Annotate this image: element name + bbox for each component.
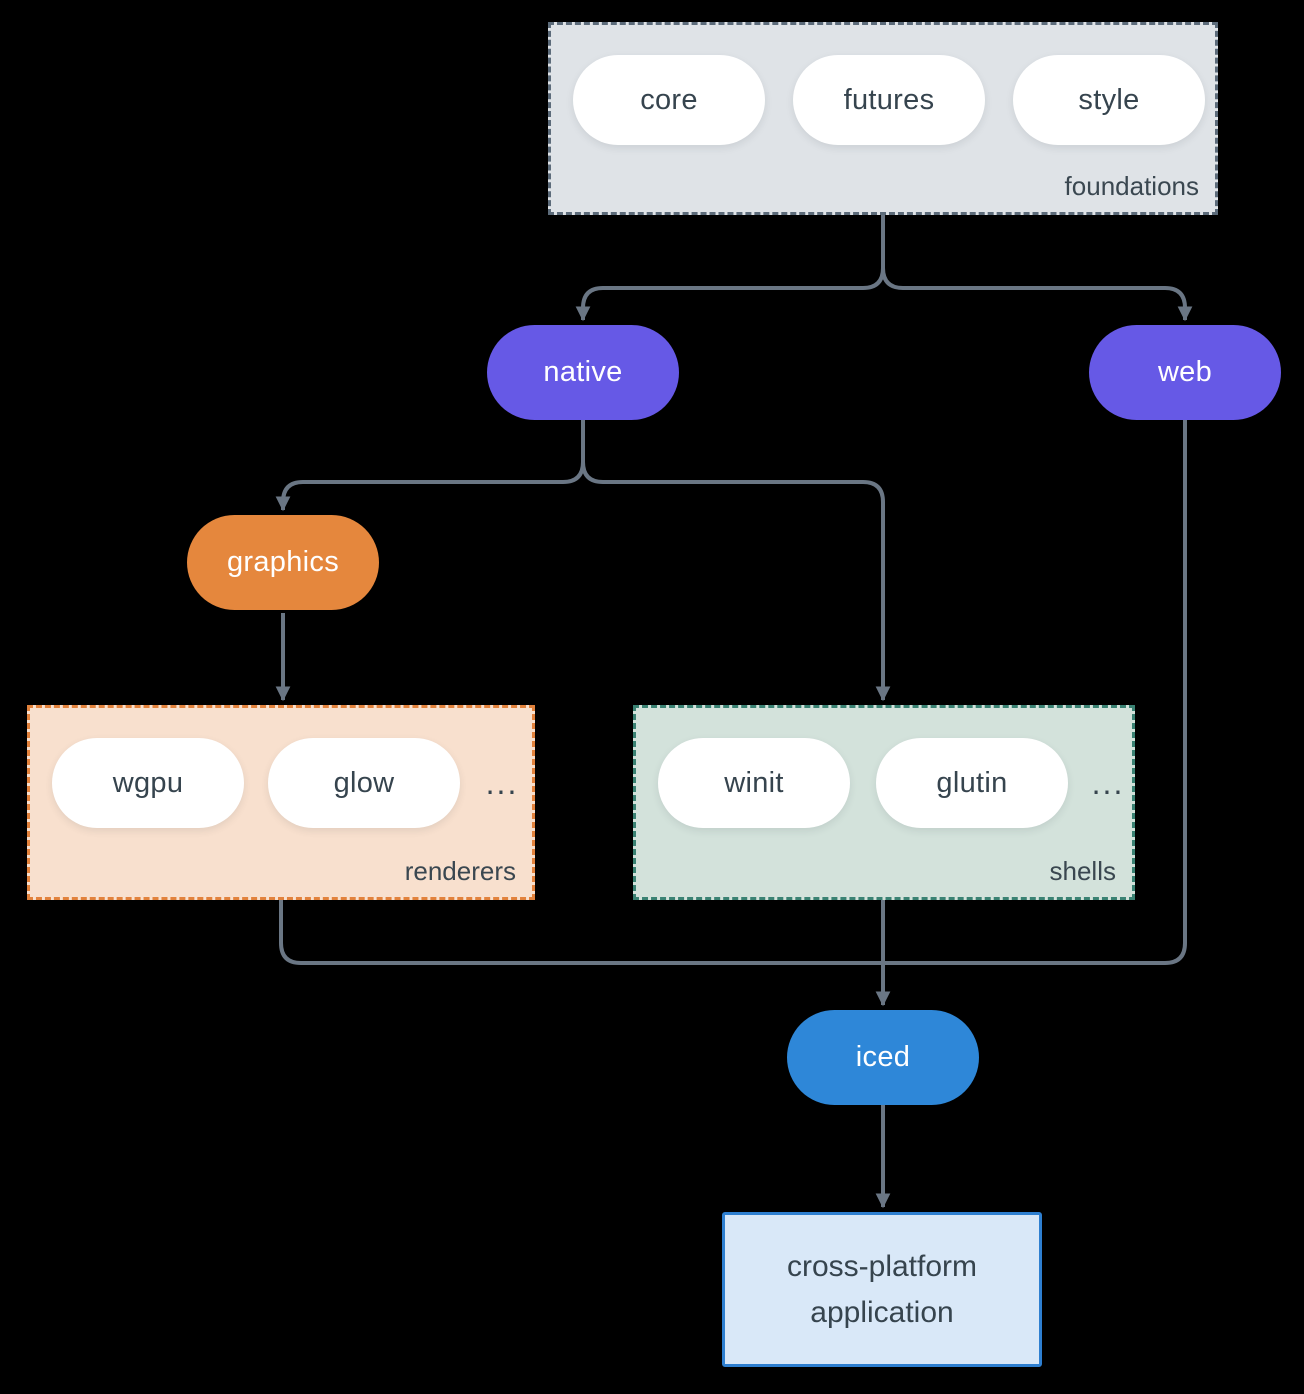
renderers-ellipsis: ... [485, 764, 519, 801]
node-futures: futures [793, 55, 985, 145]
application-label-line2: application [810, 1295, 954, 1329]
edge-web-to-merge [883, 420, 1187, 965]
node-web: web [1089, 325, 1281, 420]
node-graphics: graphics [187, 515, 379, 610]
node-iced: iced [787, 1010, 979, 1105]
node-glutin: glutin [876, 738, 1068, 828]
edge-native-to-graphics [275, 420, 585, 512]
node-core: core [573, 55, 765, 145]
node-glow: glow [268, 738, 460, 828]
application-label-line1: cross-platform [786, 1249, 978, 1283]
edge-renderers-to-merge [279, 900, 883, 965]
group-label-renderers: renderers [404, 856, 516, 886]
group-label-shells: shells [1049, 856, 1116, 886]
group-shells: winit glutin ... shells [633, 705, 1135, 900]
group-label-foundations: foundations [1064, 171, 1199, 201]
node-cross-platform-application: cross-platform application [722, 1212, 1042, 1367]
node-native: native [487, 325, 679, 420]
node-style: style [1013, 55, 1205, 145]
shells-ellipsis: ... [1091, 764, 1125, 801]
node-wgpu: wgpu [52, 738, 244, 828]
edge-foundations-to-web [881, 215, 1193, 322]
edge-native-to-shells [581, 420, 891, 702]
edge-foundations-to-native [575, 215, 885, 322]
group-renderers: wgpu glow ... renderers [27, 705, 535, 900]
group-foundations: core futures style foundations [548, 22, 1218, 215]
node-winit: winit [658, 738, 850, 828]
